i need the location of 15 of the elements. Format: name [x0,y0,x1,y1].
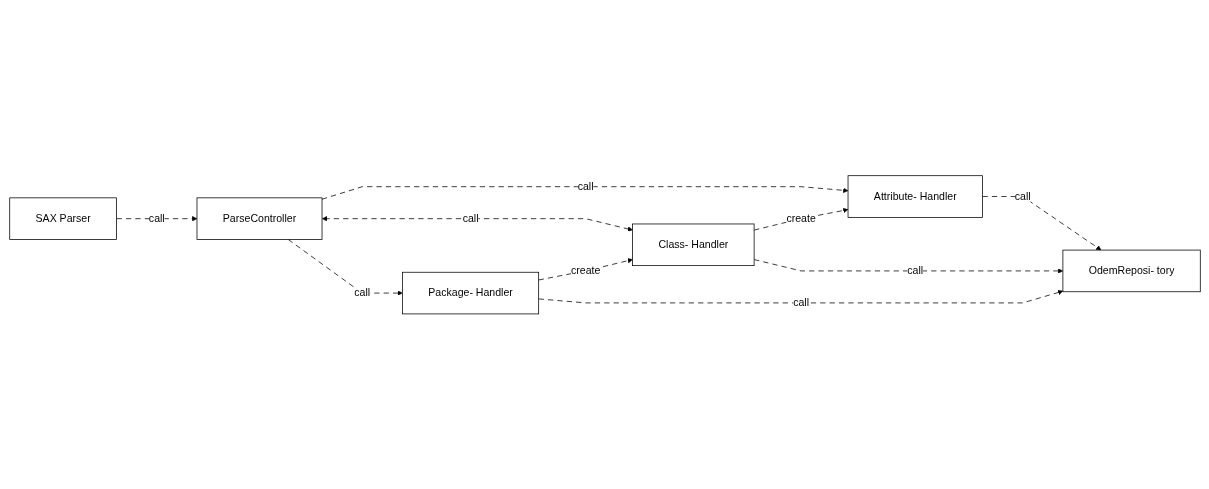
node-box: OdemReposi- tory [1062,249,1201,292]
edge-label: call [792,296,809,309]
edge-label: call [906,264,923,277]
edge-label: call [148,212,165,224]
node-box: Class- Handler [631,223,754,266]
edge-label: call [577,180,594,192]
edge-label: call [353,286,370,299]
node-box: SAX Parser [8,197,117,240]
edge-label: call [1014,190,1031,202]
edge-label: create [570,264,600,277]
edge-label: create [785,212,816,224]
node-box: ParseController [196,197,322,240]
node-box: Attribute- Handler [847,175,983,218]
node-box: Package- Handler [401,271,539,314]
edge-label: call [462,212,478,224]
